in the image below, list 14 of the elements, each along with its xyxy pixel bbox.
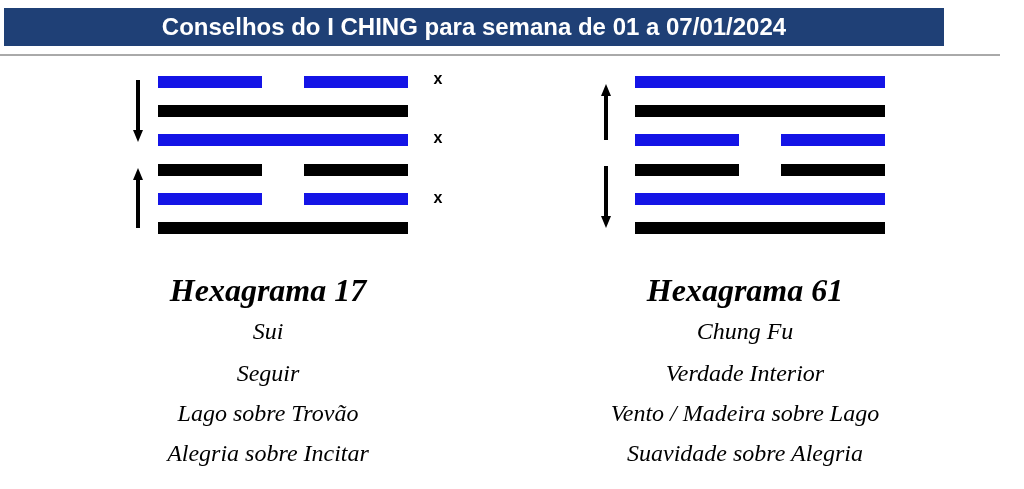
hexagram-heading: Hexagrama 17 xyxy=(169,272,367,309)
mark-label: x xyxy=(433,129,443,147)
hexagram-caption: Vento / Madeira sobre Lago xyxy=(610,400,880,427)
hexagram-caption: Verdade Interior xyxy=(665,360,825,387)
hexagram-caption: Lago sobre Trovão xyxy=(177,400,359,427)
hexagram-heading: Hexagrama 61 xyxy=(646,272,844,309)
hexagram-caption: Sui xyxy=(252,318,284,345)
hexagram-caption: Seguir xyxy=(236,360,300,387)
hexagram-caption: Suavidade sobre Alegria xyxy=(627,440,863,467)
hexagram-caption: Chung Fu xyxy=(696,318,794,345)
title-banner: Conselhos do I CHING para semana de 01 a 07/01/2024 xyxy=(4,8,944,46)
mark-label: x xyxy=(433,189,443,207)
hexagram-caption: Alegria sobre Incitar xyxy=(167,440,369,467)
mark-label: x xyxy=(433,70,443,88)
